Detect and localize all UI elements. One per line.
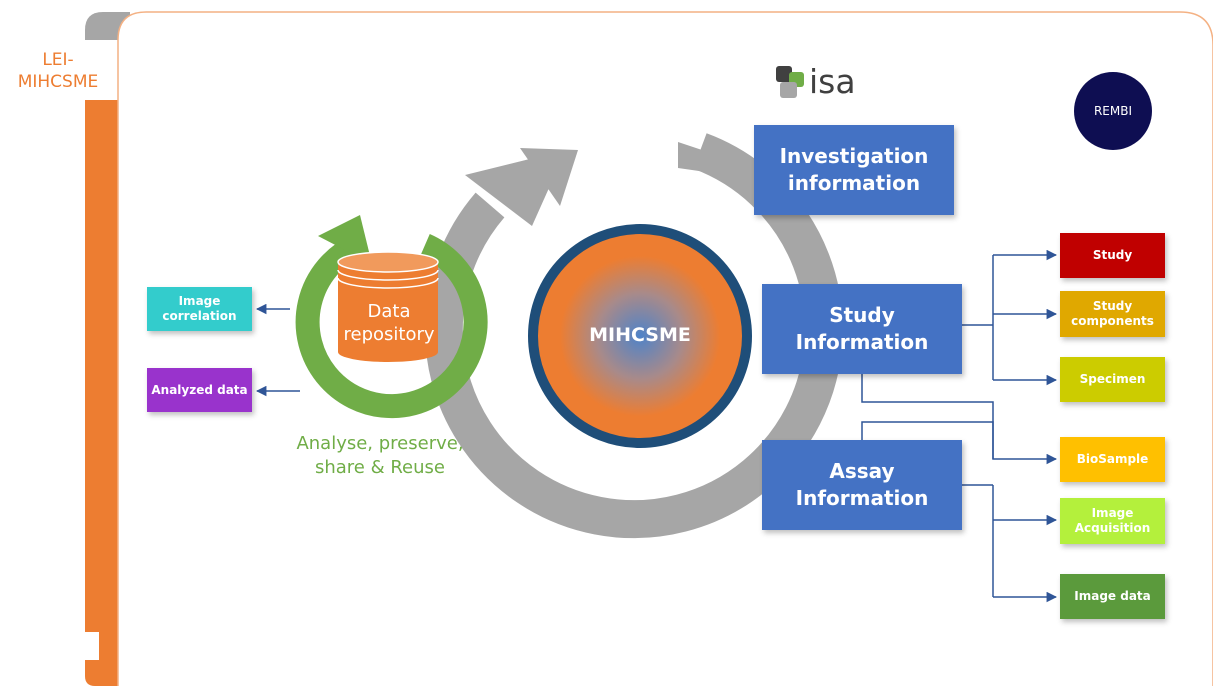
orange-side-bar	[85, 100, 118, 686]
isa-logo-text: isa	[809, 62, 856, 101]
gray-cycle-arrow	[424, 133, 843, 539]
image-data-box: Image data	[1060, 574, 1165, 619]
repository-label: Data repository	[343, 301, 435, 345]
investigation-box: Investigation information	[754, 125, 954, 215]
green-cycle-arrowhead	[318, 215, 372, 264]
cycle-caption: Analyse, preserve, share & Reuse	[296, 433, 464, 478]
side-label: LEI- MIHCSME	[17, 50, 99, 92]
analyzed-data-box: Analyzed data	[147, 368, 252, 412]
green-cycle-arrow	[295, 234, 488, 419]
assay-connectors	[962, 484, 1058, 603]
image-correlation-box: Image correlation	[147, 287, 252, 331]
isa-logo-icon	[776, 66, 804, 98]
rembi-badge: REMBI	[1074, 72, 1152, 150]
study-info-box: Study Information	[762, 284, 962, 374]
gray-cycle-arrowhead-base	[465, 150, 566, 226]
study-components-box: Study components	[1060, 291, 1165, 337]
biosample-box: BioSample	[1060, 437, 1165, 482]
orange-bar-notch	[85, 632, 99, 660]
center-label: MIHCSME	[589, 324, 691, 346]
study-box: Study	[1060, 233, 1165, 278]
image-acquisition-box: Image Acquisition	[1060, 498, 1165, 544]
assay-info-box: Assay Information	[762, 440, 962, 530]
gray-cycle-tail	[678, 142, 706, 172]
database-cylinder-top	[337, 251, 439, 273]
study-connectors	[861, 249, 1058, 465]
specimen-box: Specimen	[1060, 357, 1165, 402]
mihcsme-center-circle	[528, 224, 752, 448]
